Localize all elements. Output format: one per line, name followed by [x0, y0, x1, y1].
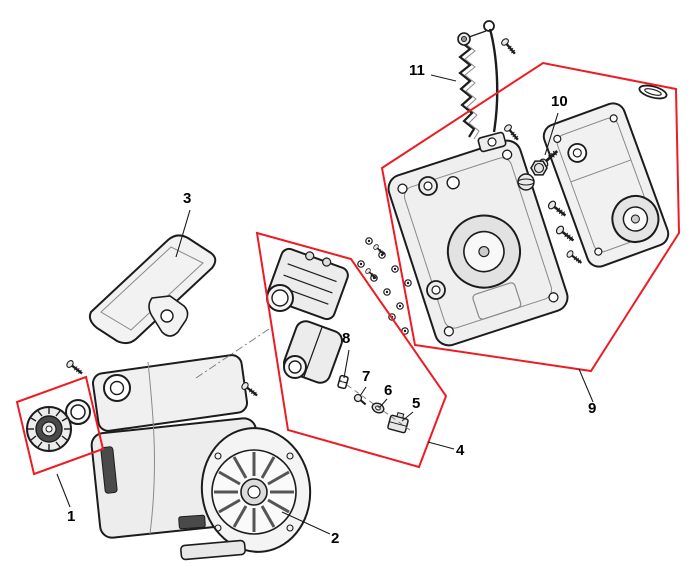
part-9-cover-plate: [542, 84, 670, 268]
housing-screw-icon: [64, 358, 86, 378]
part-label-7: 7: [362, 368, 371, 385]
part-1-clutch-drum: [26, 399, 91, 452]
tensioner-screw-icon: [499, 36, 519, 58]
highlight-outline-group-1: [15, 375, 105, 476]
part-label-6: 6: [384, 382, 393, 399]
part-3-guard-cover: [88, 234, 217, 345]
part-label-3: 3: [183, 190, 192, 207]
part-11-tensioner-spring: [457, 20, 522, 153]
part-label-4: 4: [456, 442, 465, 459]
small-parts-5-8: [337, 374, 409, 434]
part-label-8: 8: [342, 330, 351, 347]
part-label-9: 9: [588, 400, 597, 417]
assembly-dash-lines: [195, 326, 411, 431]
case-screw-icon: [564, 248, 585, 267]
fan-spokes: [214, 452, 294, 532]
retainer-pin: [638, 84, 668, 100]
part-2-engine-housing: [64, 354, 312, 561]
case-screw-icon: [545, 198, 570, 221]
part-4-intake-manifold: [266, 247, 349, 384]
part-label-1: 1: [67, 508, 76, 525]
part-label-2: 2: [331, 530, 340, 547]
part-label-11: 11: [409, 62, 425, 79]
part-10-bolt: [517, 146, 562, 191]
tensioner-screw-icon: [502, 122, 522, 144]
highlight-outline-group-4: [255, 231, 448, 469]
part-label-10: 10: [551, 93, 568, 110]
case-screw-icon: [553, 223, 578, 246]
highlight-outline-group-9: [380, 61, 681, 373]
part-9-crankcase-half: [387, 139, 569, 347]
highlight-outlines: [15, 61, 681, 476]
leader-lines: [56, 74, 594, 535]
part-label-5: 5: [412, 395, 421, 412]
